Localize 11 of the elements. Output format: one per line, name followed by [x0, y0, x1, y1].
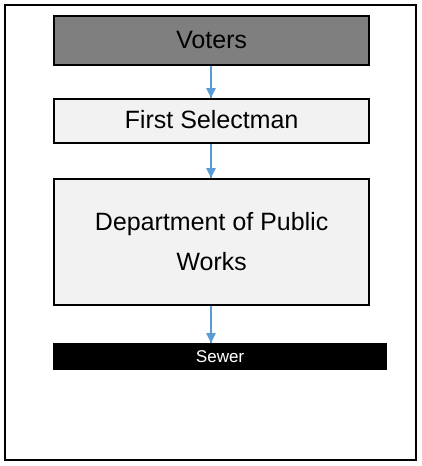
box-label: Department of Public Works [94, 207, 330, 278]
process-box [53, 178, 370, 306]
arrow [206, 306, 216, 343]
arrow [206, 144, 216, 178]
arrow [206, 66, 216, 98]
box-label: First Selectman [124, 105, 300, 136]
box-label: Sewer [194, 346, 246, 368]
process-box [53, 343, 387, 370]
process-box [53, 15, 370, 66]
process-box [53, 98, 370, 144]
box-label: Voters [175, 24, 248, 56]
